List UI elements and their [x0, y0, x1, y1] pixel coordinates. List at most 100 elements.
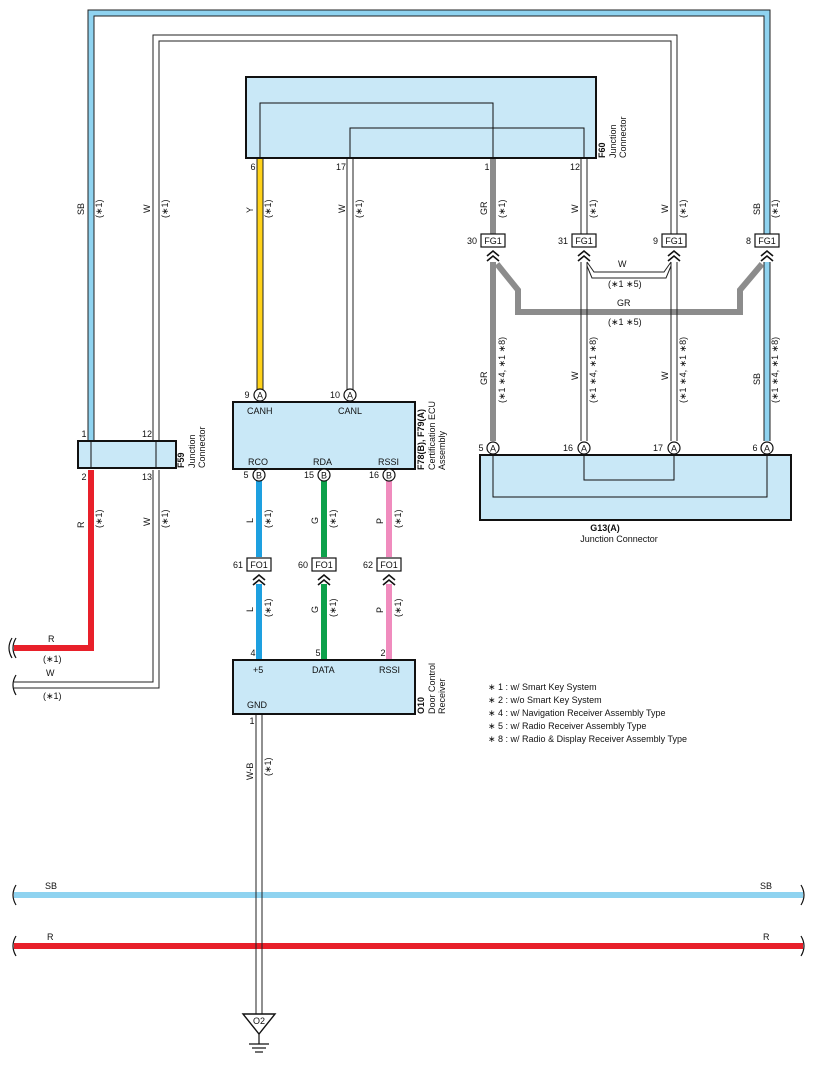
note-l-down: (∗1)	[263, 598, 273, 617]
f59-pin-2: 2	[81, 472, 86, 482]
ecu-name-1: Certification ECU	[427, 401, 437, 470]
o10-data: DATA	[312, 665, 335, 675]
note-gr-top: (∗1)	[497, 199, 507, 218]
note-1: ∗ 1 : w/ Smart Key System	[488, 682, 597, 692]
fg1-label-30: FG1	[484, 236, 502, 246]
f60-code: F60	[597, 142, 607, 158]
note-4: ∗ 4 : w/ Navigation Receiver Assembly Ty…	[488, 708, 665, 718]
wires	[14, 9, 803, 1014]
note-w-left-bus: (∗1)	[43, 691, 62, 701]
note-2: ∗ 2 : w/o Smart Key System	[488, 695, 602, 705]
g13-conn-a-6: A	[764, 444, 770, 454]
ecu-canh: CANH	[247, 406, 273, 416]
note-8: ∗ 8 : w/ Radio & Display Receiver Assemb…	[488, 734, 687, 744]
wire-w-lower	[580, 261, 678, 441]
label-g-up: G	[310, 517, 320, 524]
g13-conn-a-5: A	[490, 444, 496, 454]
note-y: (∗1)	[263, 199, 273, 218]
note-w-bridge: (∗1 ∗5)	[608, 279, 642, 289]
terminal-names: CANH CANL RCO RDA RSSI +5 DATA RSSI GND	[247, 406, 400, 710]
o10-name-2: Receiver	[437, 678, 447, 714]
label-w-left-bus: W	[46, 668, 55, 678]
notes: ∗ 1 : w/ Smart Key System ∗ 2 : w/o Smar…	[488, 682, 687, 744]
note-g-up: (∗1)	[328, 509, 338, 528]
o10-code: O10	[416, 697, 426, 714]
wire-breaks	[8, 637, 805, 957]
ecu-rssi: RSSI	[378, 457, 399, 467]
certification-ecu-assembly	[232, 401, 416, 470]
o10-pin-4: 4	[250, 648, 255, 658]
fg1-label-9: FG1	[665, 236, 683, 246]
note-p-up: (∗1)	[393, 509, 403, 528]
fo1-label-60: FO1	[315, 560, 333, 570]
ecu-rda: RDA	[313, 457, 332, 467]
ecu-conn-a-canh: A	[257, 391, 263, 401]
wire-sb-loop	[87, 9, 771, 441]
label-w-left: W	[142, 204, 152, 213]
fo1-pin-60: 60	[298, 560, 308, 570]
fo1-pin-62: 62	[363, 560, 373, 570]
ecu-conn-b-rda: B	[321, 471, 327, 481]
label-p-up: P	[375, 518, 385, 524]
wire-labels-horizontal: W (∗1 ∗5) GR (∗1 ∗5) R (∗1) W (∗1) SB SB…	[43, 259, 772, 942]
f59-code: F59	[176, 452, 186, 468]
wire-w-f60-12	[580, 159, 588, 235]
label-sb-left: SB	[76, 203, 86, 215]
f60-name-2: Connector	[618, 116, 628, 158]
label-r-left: R	[48, 634, 55, 644]
f59-pin-1: 1	[81, 429, 86, 439]
ecu-conn-a-canl: A	[347, 391, 353, 401]
f59-name-1: Junction	[187, 434, 197, 468]
note-wb: (∗1)	[263, 757, 273, 776]
note-p-down: (∗1)	[393, 598, 403, 617]
pin-numbers: 6 17 1 12 1 12 2 13 9 10 5 15 16 5 16 17…	[81, 162, 757, 726]
fg1-connectors	[480, 233, 780, 248]
note-w-left: (∗1)	[160, 199, 170, 218]
o10-plus5: +5	[253, 665, 263, 675]
connector-pin-numbers: 30 31 9 8 61 60 62	[233, 236, 751, 570]
wire-labels: SB (∗1) W (∗1) Y (∗1) W (∗1) GR (∗1) W (…	[76, 199, 780, 780]
g13-junction-connector	[479, 454, 792, 521]
ground-symbol: O2	[241, 1013, 277, 1053]
ecu-rco: RCO	[248, 457, 268, 467]
f60-pin-1: 1	[484, 162, 489, 172]
fg1-pin-8: 8	[746, 236, 751, 246]
o10-label: O10 Door Control Receiver	[416, 663, 447, 714]
label-r-f59: R	[76, 521, 86, 528]
fg1-pin-9: 9	[653, 236, 658, 246]
ecu-name-2: Assembly	[437, 430, 447, 470]
wire-wb-ground	[255, 714, 263, 1014]
label-w-low-16: W	[570, 371, 580, 380]
wire-w-canl	[346, 159, 354, 390]
f59-pin-12: 12	[142, 429, 152, 439]
fo1-label-62: FO1	[380, 560, 398, 570]
g13-conn-a-17: A	[671, 444, 677, 454]
f60-pin-6: 6	[250, 162, 255, 172]
label-g-down: G	[310, 606, 320, 613]
f60-junction-connector	[245, 76, 597, 159]
fo1-label-61: FO1	[250, 560, 268, 570]
g13-label: G13(A) Junction Connector	[580, 523, 658, 544]
label-sb-right: SB	[752, 203, 762, 215]
note-w-low-17: (∗1 ∗4, ∗1 ∗8)	[678, 337, 688, 403]
wire-w-f59	[14, 470, 160, 689]
label-l-up: L	[245, 518, 255, 523]
g13-pin-17: 17	[653, 443, 663, 453]
label-gr-low: GR	[479, 371, 489, 385]
ground-label: O2	[253, 1016, 265, 1026]
note-w-low-16: (∗1 ∗4, ∗1 ∗8)	[588, 337, 598, 403]
g13-pin-16: 16	[563, 443, 573, 453]
label-wb: W-B	[245, 763, 255, 780]
ecu-pin-9: 9	[244, 390, 249, 400]
o10-rssi: RSSI	[379, 665, 400, 675]
ecu-pin-15: 15	[304, 470, 314, 480]
fg1-label-8: FG1	[758, 236, 776, 246]
note-w-top-9: (∗1)	[678, 199, 688, 218]
wire-r-f59	[14, 470, 94, 651]
label-r-bus-right: R	[763, 932, 770, 942]
ecu-conn-b-rssi: B	[386, 471, 392, 481]
note-r-f59: (∗1)	[94, 509, 104, 528]
label-sb-bus-left: SB	[45, 881, 57, 891]
label-y: Y	[245, 207, 255, 213]
